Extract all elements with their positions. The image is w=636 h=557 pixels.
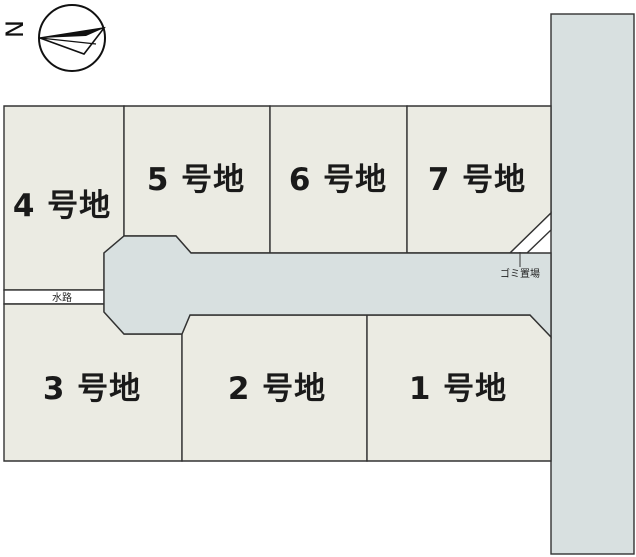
lot-7-label: 7 号地 bbox=[428, 162, 526, 198]
lot-3-label: 3 号地 bbox=[43, 371, 141, 407]
lot-6[interactable] bbox=[269, 105, 408, 254]
garbage-label: ゴミ置場 bbox=[500, 267, 540, 280]
lot-6-label: 6 号地 bbox=[289, 162, 387, 198]
lot-2-label: 2 号地 bbox=[228, 371, 326, 407]
lot-4-label: 4 号地 bbox=[13, 188, 111, 224]
lot-1-label: 1 号地 bbox=[409, 371, 507, 407]
north-letter: N bbox=[1, 20, 29, 38]
lot-5-label: 5 号地 bbox=[147, 162, 245, 198]
main-road bbox=[550, 13, 635, 555]
compass-needle-line bbox=[39, 37, 97, 45]
access-road bbox=[103, 235, 552, 339]
compass: N bbox=[1, 4, 106, 72]
waterway-label: 水路 bbox=[52, 291, 72, 304]
compass-needle-fill bbox=[40, 28, 104, 38]
